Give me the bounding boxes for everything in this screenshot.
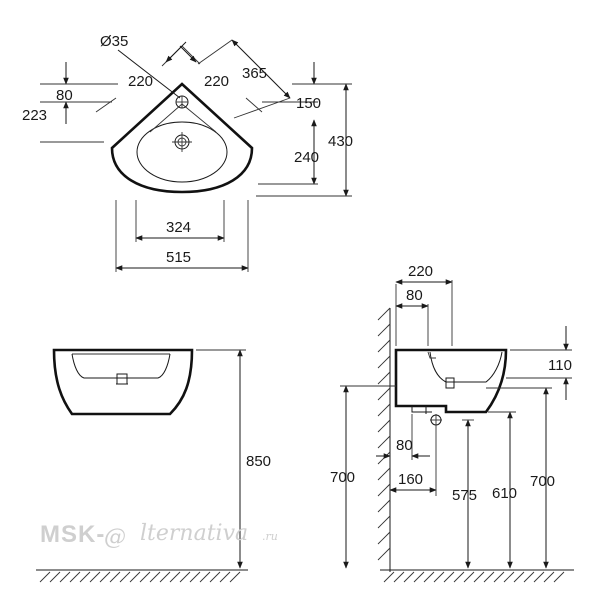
watermark-letter: @ [104,525,126,550]
dim-515: 515 [166,249,191,266]
bowl-ellipse [136,121,228,183]
dim-150: 150 [296,95,321,112]
dim-110: 110 [548,357,572,374]
dim-diameter: Ø35 [100,33,128,50]
watermark-suffix: .ru [262,530,278,543]
dim-575: 575 [452,487,477,504]
dim-850: 850 [246,453,271,470]
dim-side-700-right: 700 [530,473,555,490]
wall-hatch [377,307,391,561]
dim-240: 240 [294,149,319,166]
dim-324: 324 [166,219,191,236]
dim-side-220: 220 [408,263,433,280]
dim-223: 223 [22,107,47,124]
dim-365: 365 [242,65,267,82]
front-view: 850 [36,348,271,583]
basin-outline-front [52,348,194,416]
dim-220-right: 220 [204,73,229,90]
side-view: 220 80 110 575 610 700 700 80 160 [330,263,574,583]
dim-side-700-left: 700 [330,469,355,486]
dim-610: 610 [492,485,517,502]
dim-side-80-bottom: 80 [396,437,413,454]
floor-hatch-right [383,571,565,583]
dim-430: 430 [328,133,353,150]
basin-outline-side [394,348,508,414]
floor-hatch-left [39,571,241,583]
basin-outline-top [110,82,254,194]
dim-side-80-top: 80 [406,287,423,304]
watermark-prefix: MSK- [40,521,105,548]
watermark-script: lternativa [140,521,248,546]
watermark: MSK- @ lternativa .ru [40,521,278,550]
top-view: Ø35 220 220 365 80 223 150 240 430 [22,33,353,272]
dim-80: 80 [56,87,73,104]
dim-220-left: 220 [128,73,153,90]
dim-160: 160 [398,471,423,488]
